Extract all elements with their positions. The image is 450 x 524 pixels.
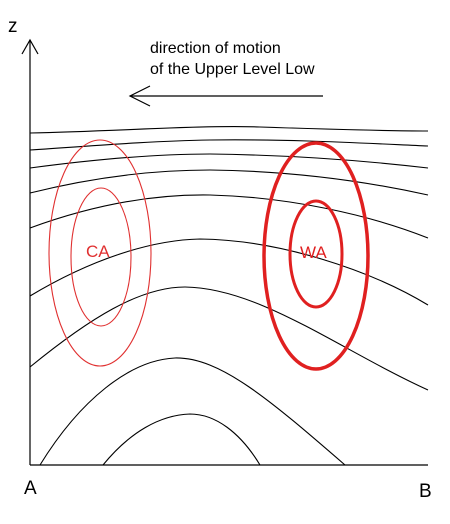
point-a-label: A xyxy=(24,478,37,499)
warm-anomaly-inner-ring xyxy=(288,199,344,309)
isoline-1 xyxy=(29,126,429,134)
isoline-5 xyxy=(29,194,429,239)
z-axis-arrowhead xyxy=(21,38,39,55)
isoline-7 xyxy=(29,286,429,391)
isoline-8 xyxy=(39,357,346,466)
cold-anomaly: CA xyxy=(48,139,152,367)
motion-label-line-1: direction of motion xyxy=(150,40,281,57)
isoline-9 xyxy=(102,413,261,466)
isolines xyxy=(29,126,429,466)
motion-label-line-2: of the Upper Level Low xyxy=(150,61,315,78)
cold-anomaly-label: CA xyxy=(86,242,110,261)
isoline-2 xyxy=(29,139,429,151)
isoline-4 xyxy=(29,169,429,196)
z-axis-label: z xyxy=(8,16,18,37)
motion-arrow xyxy=(128,85,323,107)
isoline-3 xyxy=(29,153,429,169)
cold-anomaly-outer-ring xyxy=(48,139,152,367)
warm-anomaly-outer-ring xyxy=(262,141,370,371)
warm-anomaly: WA xyxy=(262,141,370,371)
axes xyxy=(21,38,428,466)
point-b-label: B xyxy=(419,481,432,502)
isoline-6 xyxy=(29,238,429,306)
cold-anomaly-inner-ring xyxy=(70,187,132,327)
warm-anomaly-label: WA xyxy=(300,243,327,262)
